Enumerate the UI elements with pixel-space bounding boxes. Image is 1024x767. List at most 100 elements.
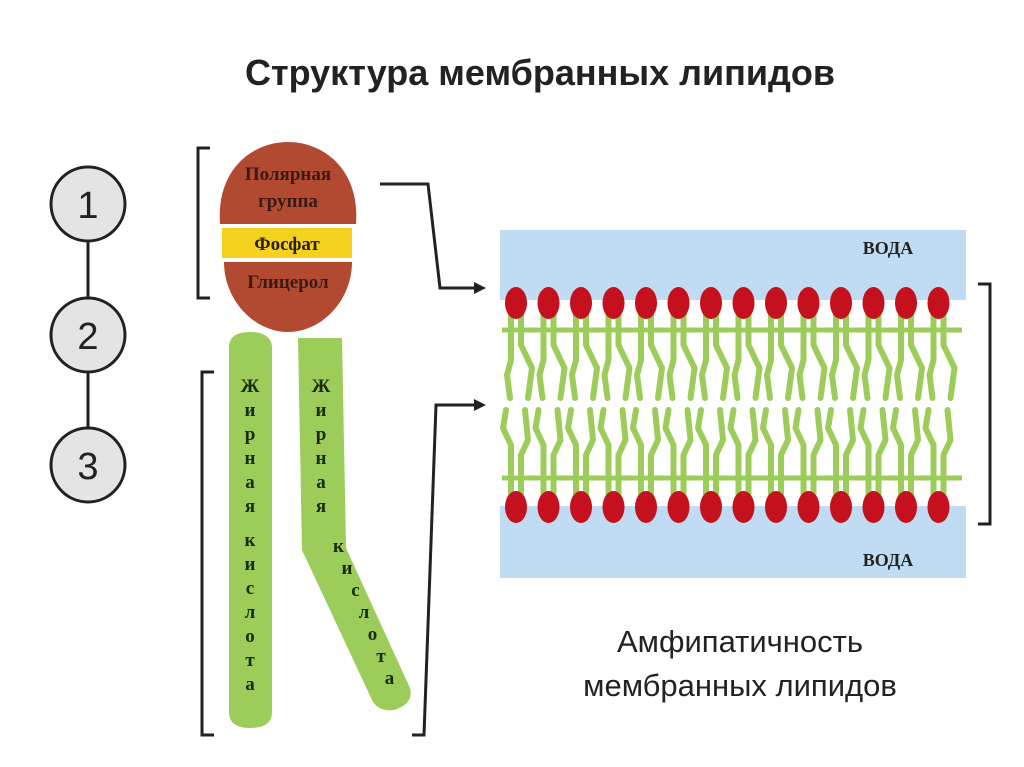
- lipid-tail: [565, 407, 579, 497]
- tail-letter: к: [333, 536, 344, 557]
- lipid-head-top: [537, 287, 560, 319]
- lipid-tail: [829, 309, 839, 401]
- tail-letter: о: [368, 624, 378, 645]
- lipid-head-top: [797, 287, 820, 319]
- svg-text:1: 1: [77, 185, 98, 227]
- tail-letter: н: [316, 448, 327, 469]
- lipid-head-bottom: [765, 491, 787, 523]
- lipid-tail: [615, 407, 629, 497]
- lipid-head-bottom: [570, 491, 592, 523]
- lipid-head-top: [570, 287, 592, 319]
- lipid-head-top: [700, 287, 722, 319]
- lipid-tail: [550, 407, 564, 497]
- fatty-acid-tail-right: [298, 338, 411, 711]
- lipid-tail: [875, 407, 889, 497]
- arrow-tails-to-membrane: [412, 403, 476, 737]
- lipid-tail: [760, 407, 774, 497]
- lipid-tail: [810, 407, 824, 497]
- tail-letter: о: [245, 626, 255, 647]
- page-title: Структура мембранных липидов: [245, 52, 835, 93]
- tail-letter: Ж: [312, 376, 331, 397]
- lipid-tail: [648, 407, 661, 497]
- tail-letter: л: [245, 602, 256, 623]
- lipid-tail: [666, 309, 677, 401]
- lipid-tail: [922, 407, 937, 497]
- caption-line-2: мембранных липидов: [583, 668, 897, 703]
- lipid-tail: [731, 309, 742, 401]
- svg-text:Глицерол: Глицерол: [247, 272, 329, 293]
- glycerol-group: Глицерол: [224, 262, 352, 332]
- number-circle-1: 1: [49, 165, 127, 243]
- svg-text:группа: группа: [258, 191, 318, 212]
- lipid-tail: [634, 309, 644, 401]
- lipid-tail: [532, 407, 547, 497]
- tail-letter: к: [245, 530, 256, 551]
- lipid-head-top: [830, 287, 852, 319]
- tail-letter: и: [245, 400, 256, 421]
- lipid-tail: [601, 309, 612, 401]
- lipid-head-bottom: [537, 491, 560, 523]
- lipid-head-top: [927, 287, 950, 319]
- caption-line-1: Амфипатичность: [616, 624, 864, 659]
- bracket-membrane: [978, 282, 992, 526]
- lipid-head-bottom: [862, 491, 885, 523]
- lipid-tail: [745, 407, 759, 497]
- svg-text:Фосфат: Фосфат: [254, 234, 320, 255]
- lipid-head-bottom: [635, 491, 657, 523]
- lipid-tail: [861, 309, 872, 401]
- svg-text:Полярная: Полярная: [245, 164, 331, 185]
- tail-letter: т: [245, 650, 255, 671]
- tail-letter: а: [316, 472, 326, 493]
- lipid-tail: [662, 407, 677, 497]
- number-circle-2: 2: [49, 296, 127, 374]
- lipid-tail: [500, 407, 514, 497]
- lipid-tail: [764, 309, 774, 401]
- arrowhead: [474, 399, 486, 411]
- water-label-bottom: ВОДА: [863, 550, 914, 570]
- lipid-tail: [504, 309, 514, 401]
- svg-text:3: 3: [77, 446, 98, 488]
- lipid-head-top: [667, 287, 690, 319]
- tail-letter: р: [316, 424, 327, 445]
- lipid-head-top: [765, 287, 787, 319]
- lipid-tail: [583, 407, 596, 497]
- lipid-tail: [569, 309, 579, 401]
- phosphate-group: Фосфат: [222, 228, 352, 258]
- lipid-tail: [857, 407, 872, 497]
- lipid-head-bottom: [732, 491, 755, 523]
- lipid-head-bottom: [667, 491, 690, 523]
- lipid-tail: [778, 407, 791, 497]
- arrowhead: [474, 282, 486, 294]
- lipid-head-bottom: [927, 491, 950, 523]
- lipid-bilayer: [500, 287, 962, 523]
- tail-letter: и: [342, 558, 353, 579]
- lipid-head-top: [895, 287, 917, 319]
- lipid-head-top: [635, 287, 657, 319]
- bracket-tails: [200, 370, 214, 737]
- lipid-tail: [597, 407, 612, 497]
- tail-letter: и: [245, 554, 256, 575]
- lipid-head-bottom: [895, 491, 917, 523]
- lipid-head-bottom: [830, 491, 852, 523]
- water-label-top: ВОДА: [863, 238, 914, 258]
- tail-letter: а: [245, 674, 255, 695]
- tail-letter: и: [316, 400, 327, 421]
- lipid-head-bottom: [602, 491, 625, 523]
- tail-letter: н: [245, 448, 256, 469]
- tail-letter: я: [316, 496, 326, 517]
- svg-text:2: 2: [77, 316, 98, 358]
- tail-letter: Ж: [241, 376, 260, 397]
- bracket-head: [196, 146, 210, 300]
- lipid-tail: [908, 407, 921, 497]
- fatty-acid-tail-left: [229, 332, 272, 728]
- lipid-tail: [890, 407, 904, 497]
- tail-letter: а: [245, 472, 255, 493]
- tail-letter: а: [385, 668, 395, 689]
- tail-letter: л: [359, 602, 370, 623]
- tail-letter: т: [376, 646, 386, 667]
- number-circle-3: 3: [49, 426, 127, 504]
- lipid-tail: [713, 407, 726, 497]
- lipid-head-top: [602, 287, 625, 319]
